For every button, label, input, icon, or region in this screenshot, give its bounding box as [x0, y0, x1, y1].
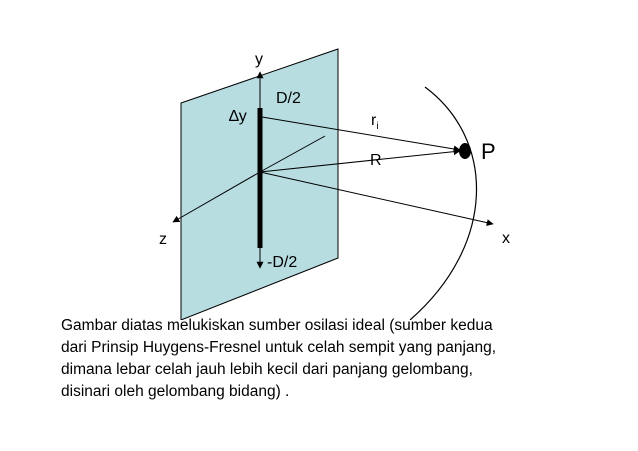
ray-R	[259, 148, 461, 173]
P-label: P	[481, 139, 496, 164]
caption-line-1: Gambar diatas melukiskan sumber osilasi …	[61, 317, 493, 334]
x-axis-label: x	[502, 230, 510, 247]
ri-base: r	[371, 112, 377, 129]
R-label: R	[370, 152, 382, 169]
slit	[257, 108, 263, 248]
ri-subscript: i	[376, 121, 378, 132]
y-axis-label: y	[255, 51, 263, 68]
caption: Gambar diatas melukiskan sumber osilasi …	[61, 315, 601, 403]
huygens-diagram: y D/2 ∆y ri R P z x -D/2	[159, 48, 510, 320]
ray-ri	[261, 116, 461, 153]
delta-y-label: ∆y	[229, 108, 247, 125]
caption-line-4: disinari oleh gelombang bidang) .	[61, 383, 290, 400]
caption-line-3: dimana lebar celah jauh lebih kecil dari…	[61, 361, 473, 378]
x-axis	[259, 171, 494, 227]
z-axis-back	[259, 135, 326, 173]
ri-label: ri	[371, 112, 379, 132]
wavefront-arc	[409, 86, 477, 320]
z-axis-label: z	[159, 231, 167, 248]
z-axis	[172, 171, 261, 223]
point-p-marker	[459, 143, 471, 159]
caption-line-2: dari Prinsip Huygens-Fresnel untuk celah…	[61, 339, 497, 356]
slit-top-label: D/2	[276, 90, 301, 107]
slit-bottom-label: -D/2	[267, 254, 297, 271]
